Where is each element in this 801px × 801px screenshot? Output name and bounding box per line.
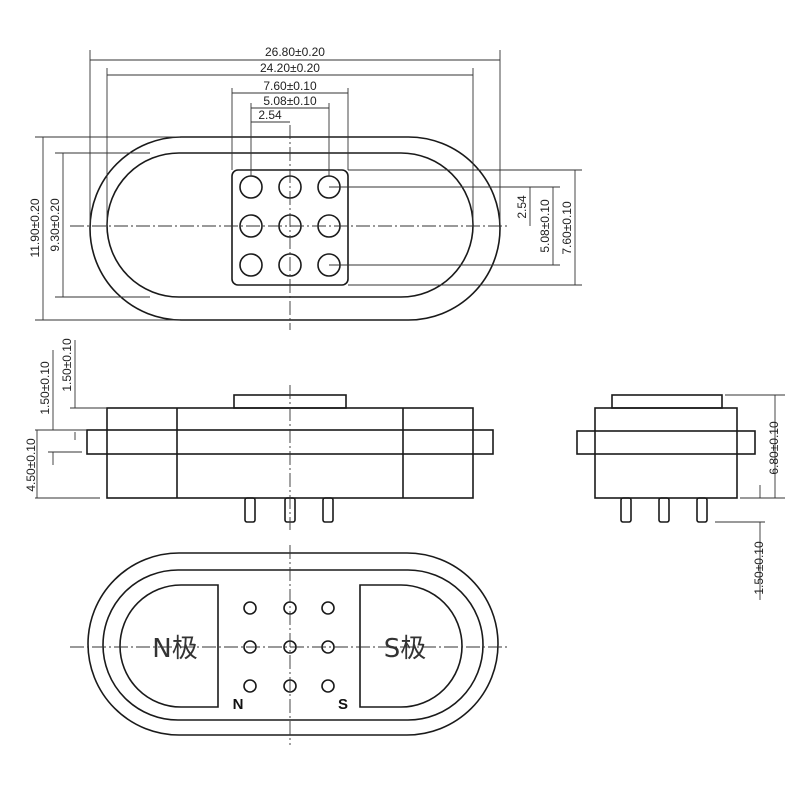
dim-inner-width: 9.30±0.20 bbox=[48, 198, 62, 252]
n-pole-label: N极 bbox=[152, 634, 197, 664]
dim-total-height: 6.80±0.10 bbox=[767, 421, 781, 475]
dim-cap-height: 1.50±0.10 bbox=[60, 338, 74, 392]
dim-block-width: 7.60±0.10 bbox=[263, 79, 317, 93]
dim-body-lower-height: 4.50±0.10 bbox=[24, 438, 38, 492]
top-view: 26.80±0.20 24.20±0.20 7.60±0.10 5.08±0.1… bbox=[28, 45, 582, 330]
outer-shell bbox=[89, 136, 501, 321]
dim-pin-span: 5.08±0.10 bbox=[263, 94, 317, 108]
dim-overall-length: 26.80±0.20 bbox=[265, 45, 325, 59]
s-magnet bbox=[359, 584, 463, 708]
dim-pin-pitch: 2.54 bbox=[258, 108, 282, 122]
dim-span-right: 5.08±0.10 bbox=[538, 199, 552, 253]
n-mark: N bbox=[233, 696, 244, 713]
dim-pitch-right: 2.54 bbox=[515, 195, 529, 219]
n-magnet bbox=[119, 584, 219, 708]
s-mark: S bbox=[338, 696, 348, 713]
dim-block-right: 7.60±0.10 bbox=[560, 201, 574, 255]
dim-inner-length: 24.20±0.20 bbox=[260, 61, 320, 75]
front-view: 1.50±0.10 1.50±0.10 4.50±0.10 bbox=[24, 338, 494, 530]
dim-body-upper-height: 1.50±0.10 bbox=[38, 361, 52, 415]
bottom-view: N极 S极 N S bbox=[70, 545, 510, 745]
side-view: 6.80±0.10 1.50±0.10 bbox=[576, 394, 785, 600]
dim-overall-width: 11.90±0.20 bbox=[28, 198, 42, 257]
s-pole-label: S极 bbox=[384, 634, 427, 664]
dim-pin-length: 1.50±0.10 bbox=[752, 541, 766, 595]
